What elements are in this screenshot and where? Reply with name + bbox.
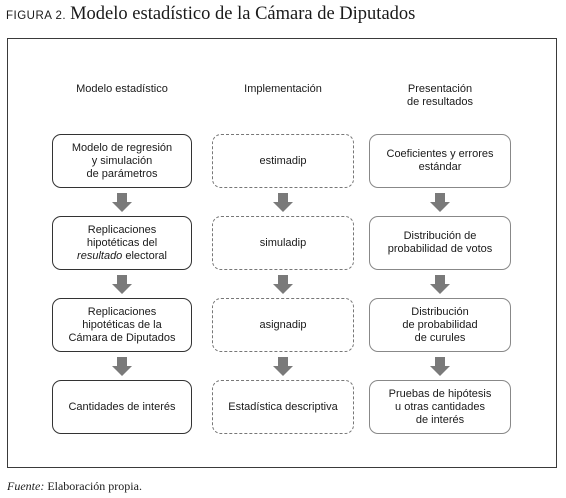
box-text-line: u otras cantidades [395, 400, 485, 413]
box-text-line: hipotéticas de la [82, 318, 162, 331]
box-text-line: Cámara de Diputados [68, 331, 176, 344]
box-distribucion-curules: Distribución de probabilidad de curules [369, 298, 511, 352]
column-header-line: Modelo estadístico [76, 83, 168, 95]
box-cantidades-interes: Cantidades de interés [52, 380, 192, 434]
column-header-line: Implementación [244, 83, 322, 95]
figure-label: FIGURA 2. [6, 10, 67, 22]
box-text-line: estándar [418, 161, 462, 173]
box-replicaciones-camara: Replicaciones hipotéticas de la Cámara d… [52, 298, 192, 352]
figure-title: Modelo estadístico de la Cámara de Diput… [70, 4, 416, 24]
column-header-implementacion: Implementación [212, 83, 354, 96]
box-text-line: Distribución de [403, 230, 477, 242]
column-header-line: Presentación [407, 83, 473, 95]
source-text: Elaboración propia. [44, 479, 142, 493]
figure-source: Fuente: Elaboración propia. [7, 479, 142, 494]
box-replicaciones-resultado: Replicaciones hipotéticas del resultado … [52, 216, 192, 270]
box-modelo-regresion: Modelo de regresión y simulación de pará… [52, 134, 192, 188]
box-text-line: hipotéticas del [86, 236, 158, 249]
column-header-modelo: Modelo estadístico [52, 83, 192, 96]
box-text-line: Distribución [411, 305, 469, 318]
box-text-line: Coeficientes y errores [386, 148, 494, 160]
box-text-line: estimadip [259, 154, 307, 167]
box-text-line: de curules [414, 331, 466, 344]
box-text-line: de parámetros [86, 167, 158, 180]
box-text-line: probabilidad de votos [387, 243, 493, 255]
figure-caption: FIGURA 2. Modelo estadístico de la Cámar… [6, 4, 415, 26]
source-label: Fuente: [7, 479, 45, 493]
box-text-line: Cantidades de interés [68, 400, 176, 413]
diagram-frame [7, 38, 557, 468]
box-estimadip: estimadip [212, 134, 354, 188]
box-text-line: Estadística descriptiva [228, 400, 338, 413]
column-header-line: de resultados [406, 96, 474, 108]
box-text-line: y simulación [91, 154, 153, 167]
box-distribucion-votos: Distribución de probabilidad de votos [369, 216, 511, 270]
box-text-line-mixed: resultado electoral [77, 250, 167, 263]
box-text-line: Pruebas de hipótesis [388, 387, 492, 400]
box-text-line: Modelo de regresión [71, 141, 173, 154]
box-text-italic: resultado [77, 249, 123, 262]
box-simuladip: simuladip [212, 216, 354, 270]
box-pruebas-hipotesis: Pruebas de hipótesis u otras cantidades … [369, 380, 511, 434]
box-text-line: asignadip [259, 318, 307, 331]
box-text-line: simuladip [259, 236, 307, 249]
box-coeficientes: Coeficientes y errores estándar [369, 134, 511, 188]
column-header-presentacion: Presentación de resultados [369, 83, 511, 109]
box-text-line: Replicaciones [87, 305, 157, 318]
box-asignadip: asignadip [212, 298, 354, 352]
box-estadistica-descriptiva: Estadística descriptiva [212, 380, 354, 434]
box-text-line: de probabilidad [402, 318, 478, 331]
box-text-line: Replicaciones [87, 223, 157, 236]
box-text-line: de interés [415, 413, 465, 426]
box-text-rest: electoral [122, 249, 167, 262]
